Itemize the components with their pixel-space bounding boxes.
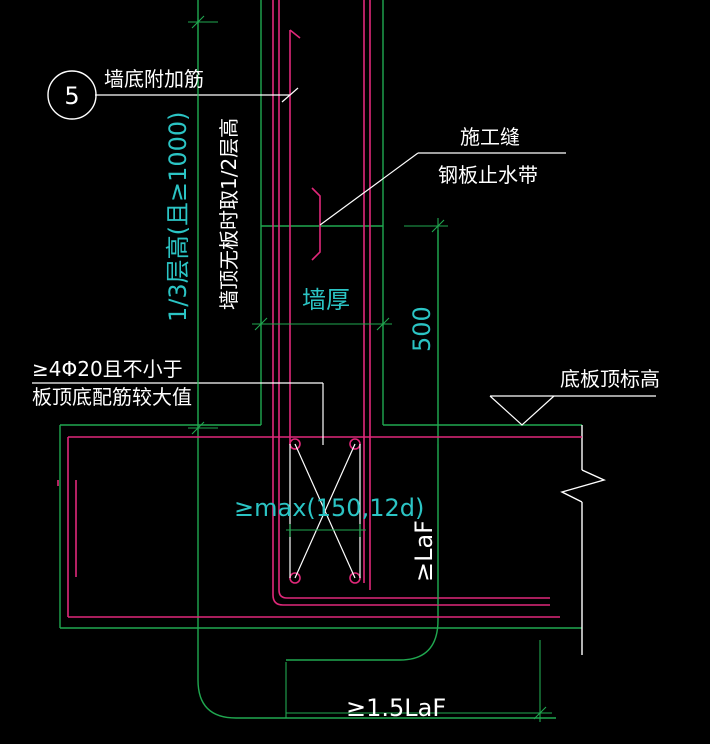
label-wall-bottom-rebar: 墙底附加筋	[104, 67, 204, 91]
label-slab-top-elevation: 底板顶标高	[560, 367, 660, 391]
callout-number: 5	[64, 82, 79, 110]
label-construction-joint: 施工缝	[460, 125, 520, 149]
break-line	[560, 425, 607, 655]
label-spacing-rule: ≥max(150,12d)	[234, 494, 424, 522]
label-dim-500: 500	[408, 306, 436, 352]
label-rebar-rule-line1: ≥4Φ20且不小于	[32, 357, 183, 381]
leaders	[32, 87, 656, 445]
callout-circle	[47, 70, 97, 120]
label-rebar-rule-line2: 板顶底配筋较大值	[32, 385, 192, 409]
label-wall-thickness: 墙厚	[302, 286, 350, 314]
label-anchor-15laf: ≥1.5LaF	[346, 694, 446, 722]
steel-waterstop	[311, 187, 321, 261]
label-anchor-laf: ≥LaF	[410, 520, 438, 582]
rebar	[57, 0, 582, 618]
label-no-slab-rule: 墙顶无板时取1/2层高	[217, 118, 241, 310]
label-height-rule: 1/3层高(且≥1000)	[164, 111, 192, 322]
cross-tie	[289, 443, 361, 579]
label-steel-waterstop: 钢板止水带	[438, 163, 538, 187]
dimensions	[188, 15, 552, 722]
